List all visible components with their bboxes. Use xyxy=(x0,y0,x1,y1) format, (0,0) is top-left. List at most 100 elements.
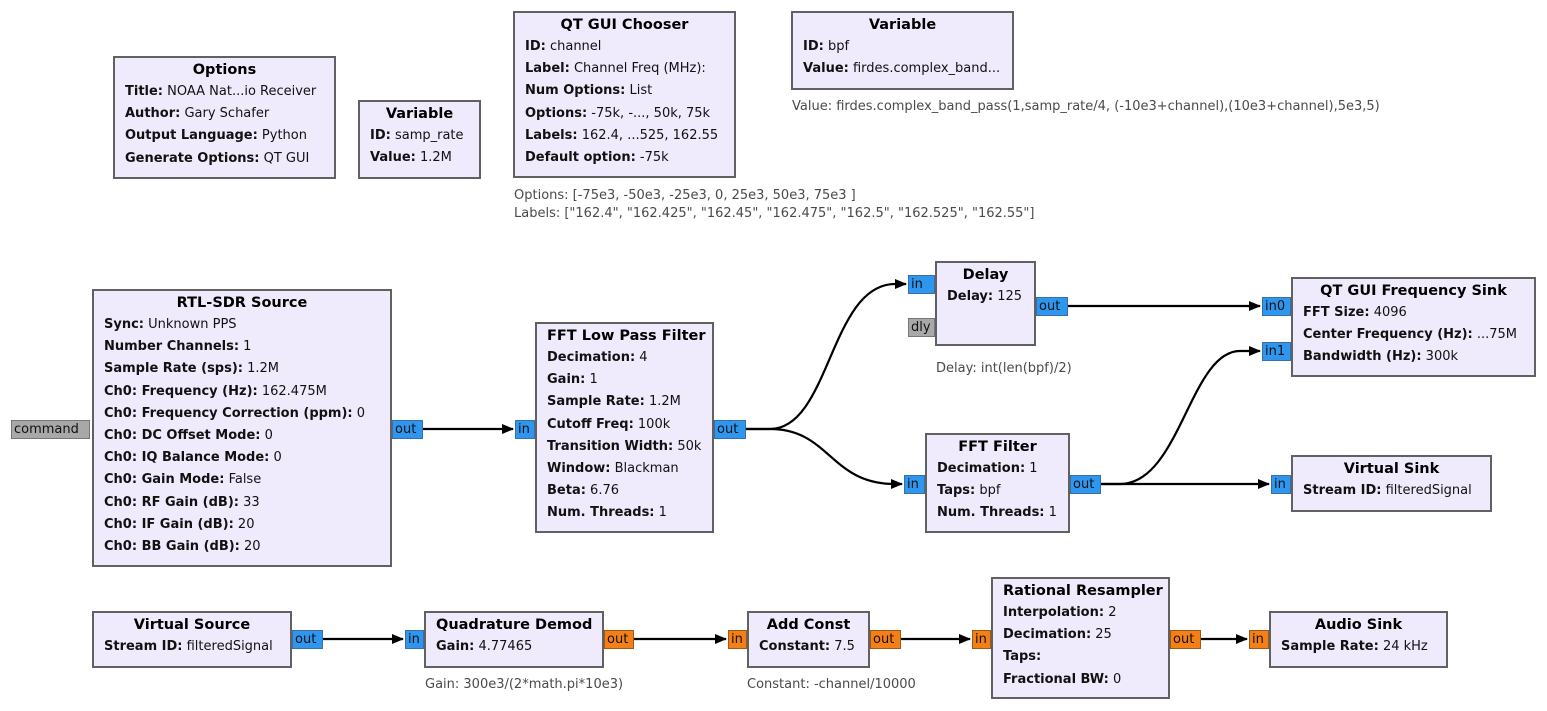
delay-in-port[interactable]: in xyxy=(908,275,935,294)
freqsink-in0-port[interactable]: in0 xyxy=(1262,297,1291,316)
resampler-out-port[interactable]: out xyxy=(1170,630,1201,649)
block-param: Decimation: 1 xyxy=(937,458,1058,480)
param-label: Num. Threads: xyxy=(547,505,655,521)
param-label: Interpolation: xyxy=(1003,605,1105,620)
param-value: Blackman xyxy=(610,461,679,477)
param-value: 0 xyxy=(260,428,273,444)
param-label: Title: xyxy=(125,84,164,99)
addconst-in-port[interactable]: in xyxy=(728,630,747,649)
lpf-out-port[interactable]: out xyxy=(714,420,746,439)
param-value: 4 xyxy=(635,350,648,365)
wire-lpf-to-fftfilter[interactable] xyxy=(746,427,903,489)
param-value: List xyxy=(625,83,653,99)
qdemod-in-port[interactable]: in xyxy=(405,630,424,649)
block-param: Decimation: 25 xyxy=(1003,624,1158,646)
virtualsink-in-port[interactable]: in xyxy=(1271,475,1291,494)
resampler-in-port[interactable]: in xyxy=(972,630,991,649)
block-param: Constant: 7.5 xyxy=(759,636,858,658)
block-title: Virtual Sink xyxy=(1343,461,1440,477)
audiosink-in-port[interactable]: in xyxy=(1249,630,1269,649)
param-label: Ch0: IF Gain (dB): xyxy=(104,516,234,532)
param-value: 1 xyxy=(239,339,252,355)
block-param: Title: NOAA Nat...io Receiver xyxy=(125,81,324,103)
wire-fftfilter-to-freqsink-in1[interactable] xyxy=(1101,346,1261,486)
fftfilter-out-port[interactable]: out xyxy=(1070,475,1101,494)
command-port[interactable]: command xyxy=(11,420,90,439)
wire-lpf-to-delay[interactable] xyxy=(746,279,907,431)
param-label: Stream ID: xyxy=(1303,483,1382,498)
param-label: Ch0: BB Gain (dB): xyxy=(104,539,240,555)
block-param: Ch0: Frequency Correction (ppm): 0 xyxy=(104,403,380,425)
param-value: 33 xyxy=(238,494,260,510)
param-label: Window: xyxy=(547,461,611,477)
block-title: Variable xyxy=(868,17,937,33)
block-param: Num. Threads: 1 xyxy=(547,502,702,524)
vsrc-out-port[interactable]: out xyxy=(292,630,323,649)
qdemod-out-port[interactable]: out xyxy=(604,630,634,649)
param-value: 1.2M xyxy=(243,361,280,377)
param-label: Bandwidth (Hz): xyxy=(1303,349,1422,365)
param-value: 300k xyxy=(1421,349,1459,365)
block-param: Stream ID: filteredSignal xyxy=(1303,480,1480,502)
param-value: filteredSignal xyxy=(1381,483,1472,498)
block-param: Sample Rate: 24 kHz xyxy=(1281,636,1436,658)
block-param: Transition Width: 50k xyxy=(547,436,702,458)
param-label: Sample Rate (sps): xyxy=(104,361,243,377)
param-value: 162.475M xyxy=(257,383,327,399)
param-label: Default option: xyxy=(525,150,636,166)
delay-out-port[interactable]: out xyxy=(1036,297,1068,316)
param-label: Value: xyxy=(370,150,416,166)
param-label: Ch0: RF Gain (dB): xyxy=(104,494,239,510)
block-param: Delay: 125 xyxy=(947,286,1024,308)
addconst-out-port[interactable]: out xyxy=(870,630,901,649)
block-param: Ch0: RF Gain (dB): 33 xyxy=(104,492,380,514)
param-label: Sample Rate: xyxy=(547,394,645,410)
fftfilter-in-port[interactable]: in xyxy=(904,475,925,494)
param-value: 1 xyxy=(654,505,667,521)
param-label: Ch0: Frequency Correction (ppm): xyxy=(104,405,353,421)
param-value: Gary Schafer xyxy=(180,106,270,122)
param-value: 20 xyxy=(233,516,255,532)
param-label: Beta: xyxy=(547,483,586,499)
freqsink-in1-port[interactable]: in1 xyxy=(1262,342,1291,361)
block-title: Audio Sink xyxy=(1314,617,1403,633)
param-value: 100k xyxy=(633,416,671,432)
block-title: RTL-SDR Source xyxy=(176,295,308,311)
param-label: Number Channels: xyxy=(104,339,240,355)
param-label: Sync: xyxy=(104,317,144,332)
block-title: FFT Filter xyxy=(958,439,1037,455)
rtl-out-port[interactable]: out xyxy=(392,420,423,439)
param-label: Taps: xyxy=(937,483,976,499)
param-label: FFT Size: xyxy=(1303,305,1370,320)
block-param: Taps: bpf xyxy=(937,480,1058,502)
param-value: 7.5 xyxy=(830,639,855,654)
param-value: samp_rate xyxy=(390,128,464,143)
block-param: Cutoff Freq: 100k xyxy=(547,414,702,436)
param-label: Num Options: xyxy=(525,83,626,99)
lpf-in-port[interactable]: in xyxy=(515,420,535,439)
param-label: Ch0: Gain Mode: xyxy=(104,472,225,488)
delay-dly-port[interactable]: dly xyxy=(908,318,935,337)
param-label: Cutoff Freq: xyxy=(547,416,634,432)
block-param: Value: firdes.complex_band... xyxy=(803,58,1002,80)
param-label: Decimation: xyxy=(547,350,636,365)
param-label: Generate Options: xyxy=(125,150,260,166)
param-label: Gain: xyxy=(547,372,586,388)
delay-expression-note: Delay: int(len(bpf)/2) xyxy=(936,361,1072,376)
param-label: Sample Rate: xyxy=(1281,639,1379,654)
